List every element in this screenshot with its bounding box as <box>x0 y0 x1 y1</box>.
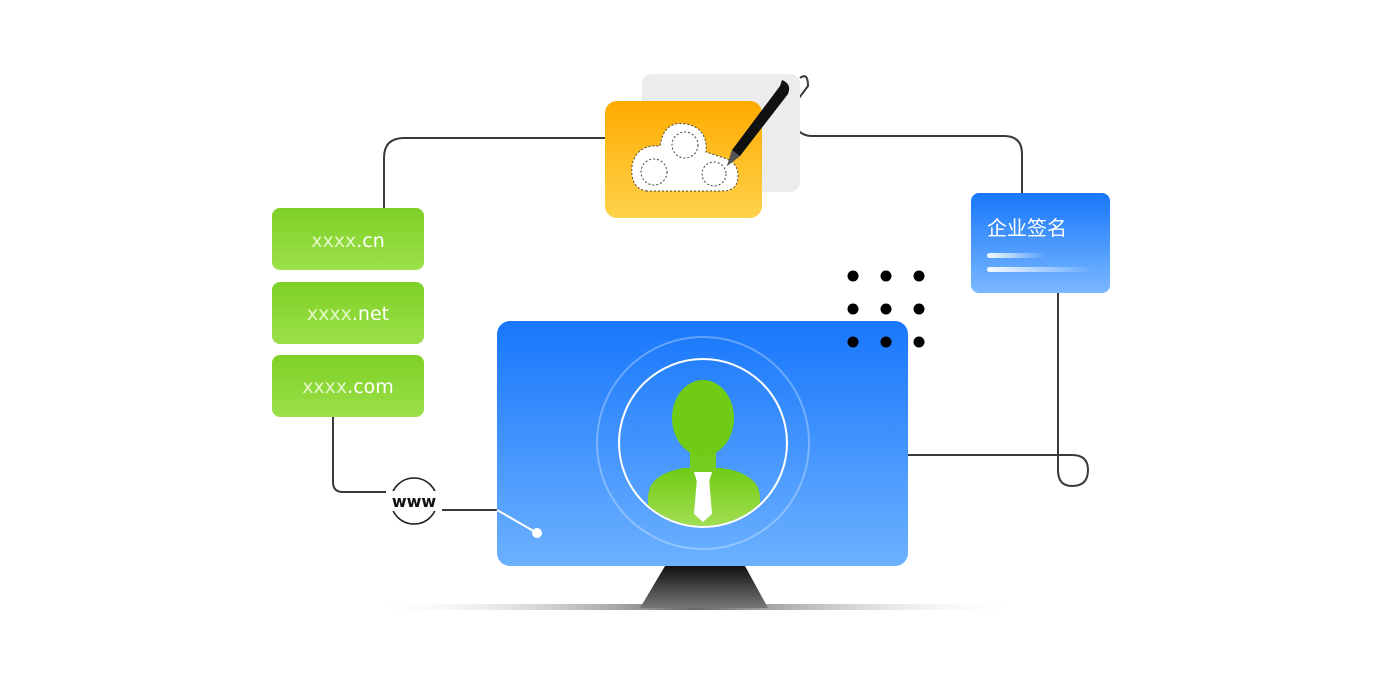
domain-name: xxxx <box>311 230 356 252</box>
pen-icon <box>727 80 790 166</box>
monitor-stand <box>370 566 1020 610</box>
enterprise-signature-card[interactable]: 企业签名 <box>971 193 1110 293</box>
domain-name: xxxx <box>307 303 352 325</box>
domain-tld: .com <box>347 376 394 398</box>
domain-card-com[interactable]: xxxx.com <box>272 355 424 417</box>
monitor-icon <box>496 321 908 566</box>
domain-name: xxxx <box>302 376 347 398</box>
cloud-signature-icon <box>631 122 739 192</box>
connector-lines <box>332 75 1090 511</box>
user-avatar-icon <box>648 380 760 526</box>
www-label: www <box>392 492 437 511</box>
card-title: 企业签名 <box>987 216 1067 240</box>
www-globe-icon: www <box>386 477 442 525</box>
domain-list: xxxx.cn xxxx.net xxxx.com <box>272 208 424 417</box>
domain-tld: .cn <box>356 230 385 252</box>
domain-tld: .net <box>352 303 389 325</box>
text-line-2 <box>987 267 1093 272</box>
svg-text:xxxx.com: xxxx.com <box>302 376 394 398</box>
cloud-signature-tile <box>605 74 800 218</box>
domain-card-net[interactable]: xxxx.net <box>272 282 424 344</box>
text-line-1 <box>987 253 1045 258</box>
cable-node <box>532 528 542 538</box>
domain-card-cn[interactable]: xxxx.cn <box>272 208 424 270</box>
dot-grid-icon <box>847 270 925 348</box>
svg-text:xxxx.cn: xxxx.cn <box>311 230 385 252</box>
svg-text:xxxx.net: xxxx.net <box>307 303 389 325</box>
